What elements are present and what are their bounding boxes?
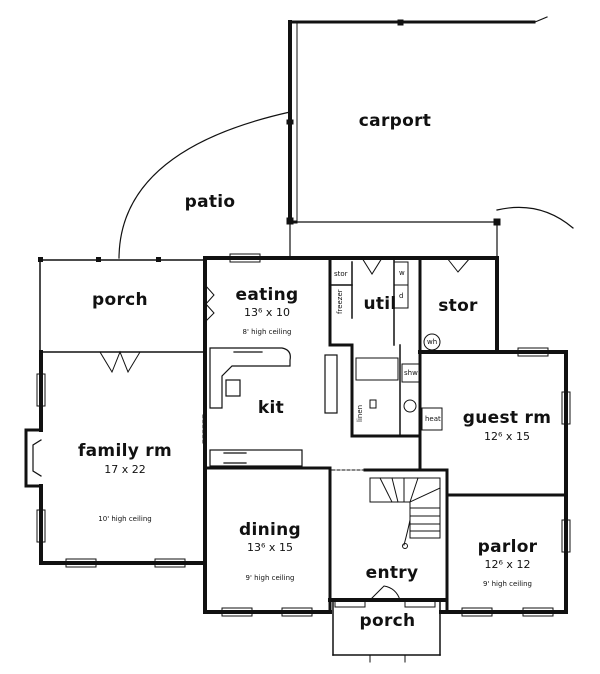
room-label-guest: guest rm [462,408,552,428]
room-dims-family: 17 x 22 [104,463,146,476]
room-label-parlor: parlor [477,537,538,557]
windows [36,253,571,617]
fixture-label-dryer: d [399,292,404,300]
fixture-label-heat: heat [425,415,441,423]
staircase [369,477,441,549]
room-label-family: family rm [77,441,173,461]
room-ceiling-dining: 9' high ceiling [245,574,295,582]
room-dims-guest: 12⁶ x 15 [484,430,530,443]
room-label-dining: dining [239,520,301,540]
interior-walls [203,256,568,614]
room-label-porch-rear: porch [92,290,148,310]
room-ceiling-eating: 8' high ceiling [242,328,292,336]
room-label-patio: patio [184,192,236,212]
room-label-kit: kit [257,398,285,418]
kitchen-counters [209,347,338,467]
porch-posts [38,257,161,262]
patio-arc [118,111,291,259]
bath-fixtures [355,333,443,431]
fixture-label-shower: shw [404,369,418,377]
exterior-walls [24,256,568,656]
room-dims-dining: 13⁶ x 15 [247,541,293,554]
fixture-label-freezer: freezer [336,289,344,314]
room-label-entry: entry [365,563,419,583]
doors [99,257,471,601]
room-label-carport: carport [358,111,432,131]
fixture-label-water-heater: wh [427,338,438,346]
room-ceiling-parlor: 9' high ceiling [483,580,532,588]
room-label-eating: eating [235,285,299,305]
fixture-label-stor: stor [334,270,348,278]
room-label-stor: stor [438,296,478,316]
fixture-label-linen: linen [356,404,364,422]
room-label-porch-front: porch [359,611,416,631]
room-label-util: util [363,294,397,314]
carport-outline [286,16,574,259]
room-dims-parlor: 12⁶ x 12 [484,558,531,571]
room-dims-eating: 13⁶ x 10 [244,306,290,319]
fixture-label-washer: w [399,269,405,277]
room-ceiling-family: 10' high ceiling [98,515,152,523]
